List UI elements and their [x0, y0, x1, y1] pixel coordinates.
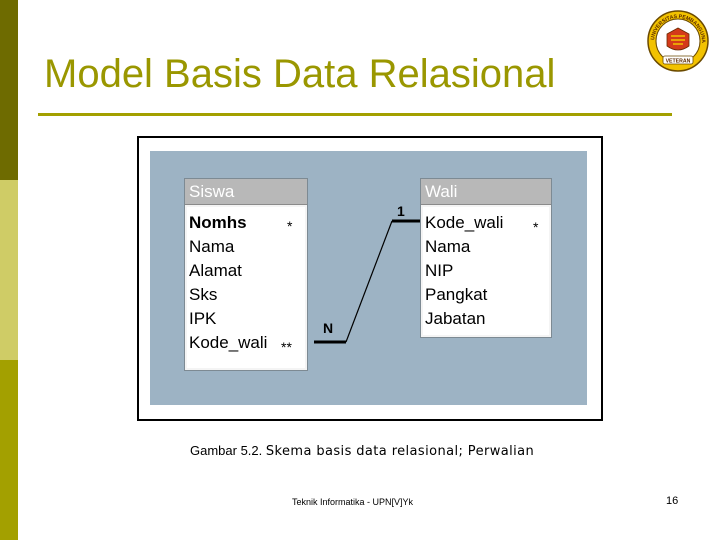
- logo-banner-text: VETERAN: [666, 58, 691, 64]
- field-nama[interactable]: Nama: [189, 237, 235, 256]
- field-kode-wali[interactable]: Kode_wali: [425, 213, 504, 232]
- title-underline: [38, 113, 672, 116]
- cardinality-one-label: 1: [397, 203, 405, 219]
- table-wali-title: Wali: [421, 179, 551, 205]
- wali-pk-marker: *: [533, 219, 539, 235]
- siswa-pk-marker: *: [287, 218, 293, 234]
- siswa-fk-marker: **: [281, 339, 292, 355]
- caption-label: Gambar 5.2.: [190, 443, 263, 458]
- sidebar-block-dark: [0, 0, 18, 180]
- sidebar-accent: [0, 0, 18, 540]
- table-siswa-fields: Nomhs Nama Alamat Sks IPK Kode_wali: [187, 207, 305, 368]
- field-alamat[interactable]: Alamat: [189, 261, 242, 280]
- field-ipk[interactable]: IPK: [189, 309, 217, 328]
- sidebar-block-mid: [0, 360, 18, 540]
- field-nip[interactable]: NIP: [425, 261, 454, 280]
- field-nama[interactable]: Nama: [425, 237, 471, 256]
- caption-text: Skema basis data relasional; Perwalian: [265, 444, 535, 459]
- slide-title: Model Basis Data Relasional: [44, 52, 556, 96]
- table-siswa[interactable]: Siswa Nomhs Nama Alamat Sks IPK Kode_wal…: [184, 178, 308, 371]
- footer-text: Teknik Informatika - UPN[V]Yk: [292, 497, 414, 507]
- table-wali[interactable]: Wali Kode_wali Nama NIP Pangkat Jabatan: [420, 178, 552, 338]
- sidebar-block-light: [0, 180, 18, 360]
- field-nomhs[interactable]: Nomhs: [189, 213, 247, 232]
- field-sks[interactable]: Sks: [189, 285, 218, 304]
- relationship-line: [345, 220, 393, 343]
- field-kode-wali[interactable]: Kode_wali: [189, 333, 268, 352]
- field-pangkat[interactable]: Pangkat: [425, 285, 488, 304]
- cardinality-many-label: N: [323, 320, 334, 336]
- field-jabatan[interactable]: Jabatan: [425, 309, 486, 328]
- page-number: 16: [666, 495, 679, 507]
- figure-caption: Gambar 5.2. Skema basis data relasional;…: [190, 443, 534, 459]
- table-wali-fields: Kode_wali Nama NIP Pangkat Jabatan: [423, 207, 549, 335]
- table-siswa-title: Siswa: [185, 179, 307, 205]
- university-logo: UNIVERSITAS PEMBANGUNAN NASIONAL VETERAN: [640, 8, 709, 72]
